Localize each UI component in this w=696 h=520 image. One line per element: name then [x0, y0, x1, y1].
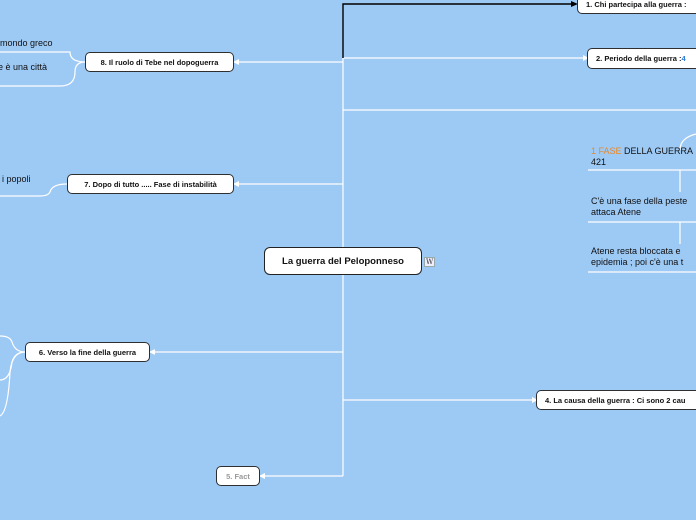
- phase-item-plague[interactable]: C'è una fase della peste attaca Atene: [591, 196, 687, 218]
- central-topic-label: La guerra del Peloponneso: [282, 255, 404, 267]
- note-greek-world[interactable]: mondo greco: [0, 38, 53, 48]
- branch-6-end-of-war[interactable]: 6. Verso la fine della guerra: [25, 342, 150, 362]
- topic-badge-icon: W: [424, 257, 436, 267]
- phase-heading-highlight: 1 FASE: [591, 146, 622, 156]
- branch-2-value: 4: [681, 54, 686, 63]
- branch-2-label: 2. Periodo della guerra :: [596, 54, 682, 63]
- phase-heading-rest: DELLA GUERRA: [621, 146, 694, 156]
- note-city[interactable]: e è una città: [0, 62, 48, 72]
- phase-item-blockade-line2: epidemia ; poi c'è una t: [591, 257, 684, 267]
- phase-item-blockade-line1: Atene resta bloccata e: [591, 246, 681, 256]
- branch-7-instability[interactable]: 7. Dopo di tutto ..... Fase di instabili…: [67, 174, 234, 194]
- phase-item-plague-line1: C'è una fase della peste: [591, 196, 688, 206]
- branch-5-label: 5. Fact: [226, 471, 250, 481]
- branch-8-label: 8. Il ruolo di Tebe nel dopoguerra: [100, 57, 219, 67]
- branch-2-period[interactable]: 2. Periodo della guerra : 4: [587, 48, 696, 69]
- branch-4-cause[interactable]: 4. La causa della guerra : Ci sono 2 cau: [536, 390, 696, 410]
- branch-8-thebes[interactable]: 8. Il ruolo di Tebe nel dopoguerra: [85, 52, 234, 72]
- branch-1-participants[interactable]: 1. Chi partecipa alla guerra :: [577, 0, 696, 14]
- branch-6-label: 6. Verso la fine della guerra: [38, 347, 137, 357]
- phase-years: 421: [591, 157, 607, 167]
- phase-heading[interactable]: 1 FASE DELLA GUERRA 421: [591, 146, 693, 168]
- phase-item-blockade[interactable]: Atene resta bloccata e epidemia ; poi c'…: [591, 246, 683, 268]
- branch-4-label: 4. La causa della guerra : Ci sono 2 cau: [545, 395, 686, 405]
- central-topic[interactable]: La guerra del Peloponneso: [264, 247, 422, 275]
- phase-item-plague-line2: attaca Atene: [591, 207, 642, 217]
- branch-7-label: 7. Dopo di tutto ..... Fase di instabili…: [84, 179, 217, 189]
- branch-1-label: 1. Chi partecipa alla guerra :: [586, 0, 687, 9]
- note-peoples[interactable]: i popoli: [2, 174, 31, 184]
- branch-5-fact[interactable]: 5. Fact: [216, 466, 260, 486]
